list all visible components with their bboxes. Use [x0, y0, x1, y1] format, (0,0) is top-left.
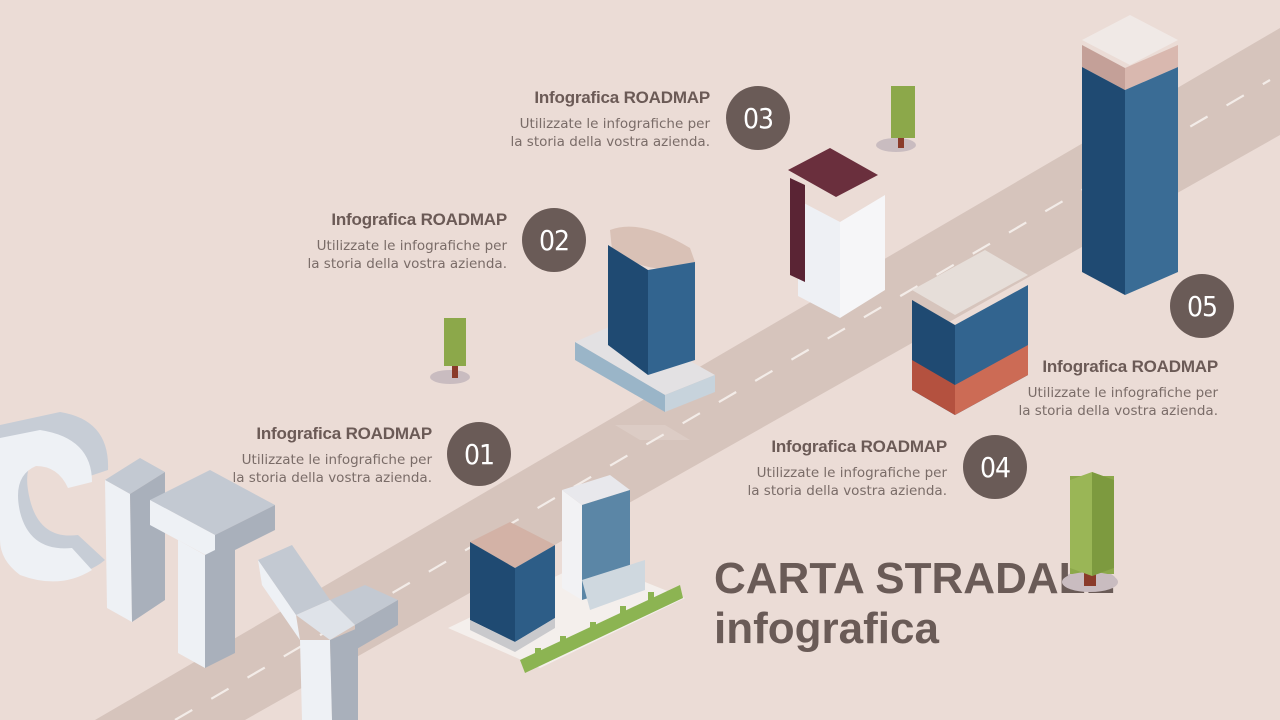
step-desc-line: Utilizzate le infografiche per	[1027, 385, 1218, 401]
step-description: Utilizzate le infografiche per la storia…	[410, 115, 710, 151]
step-desc-line: la storia della vostra azienda.	[307, 256, 507, 272]
step-heading: Infografica ROADMAP	[771, 437, 947, 456]
slide-title-line2: infografica	[714, 604, 939, 653]
slide-title-line1: CARTA STRADALE	[714, 554, 1115, 603]
tree-icon	[430, 318, 470, 384]
step-04-badge: 04	[963, 435, 1027, 499]
step-heading: Infografica ROADMAP	[331, 210, 507, 229]
step-01-text: Infografica ROADMAP Utilizzate le infogr…	[132, 424, 432, 487]
building-group-1	[448, 475, 685, 673]
tree-icon	[1062, 472, 1118, 592]
step-05-text: Infografica ROADMAP Utilizzate le infogr…	[918, 357, 1218, 420]
step-desc-line: la storia della vostra azienda.	[510, 134, 710, 150]
step-02-badge: 02	[522, 208, 586, 272]
step-heading: Infografica ROADMAP	[1042, 357, 1218, 376]
step-desc-line: la storia della vostra azienda.	[1018, 403, 1218, 419]
step-desc-line: la storia della vostra azienda.	[232, 470, 432, 486]
step-heading: Infografica ROADMAP	[256, 424, 432, 443]
tree-icon	[876, 86, 916, 152]
step-desc-line: Utilizzate le infografiche per	[756, 465, 947, 481]
step-description: Utilizzate le infografiche per la storia…	[918, 384, 1218, 420]
step-04-text: Infografica ROADMAP Utilizzate le infogr…	[647, 437, 947, 500]
building-4	[912, 250, 1028, 415]
building-3	[788, 148, 885, 318]
step-desc-line: la storia della vostra azienda.	[747, 483, 947, 499]
step-heading: Infografica ROADMAP	[534, 88, 710, 107]
step-desc-line: Utilizzate le infografiche per	[519, 116, 710, 132]
building-2	[575, 226, 715, 412]
step-desc-line: Utilizzate le infografiche per	[241, 452, 432, 468]
step-03-text: Infografica ROADMAP Utilizzate le infogr…	[410, 88, 710, 151]
step-03-badge: 03	[726, 86, 790, 150]
building-5	[1082, 15, 1178, 295]
step-description: Utilizzate le infografiche per la storia…	[132, 451, 432, 487]
step-05-badge: 05	[1170, 274, 1234, 338]
slide-title: CARTA STRADALE infografica	[714, 554, 1115, 654]
step-01-badge: 01	[447, 422, 511, 486]
step-description: Utilizzate le infografiche per la storia…	[647, 464, 947, 500]
step-02-text: Infografica ROADMAP Utilizzate le infogr…	[207, 210, 507, 273]
city-3d-letters	[0, 412, 398, 720]
step-description: Utilizzate le infografiche per la storia…	[207, 237, 507, 273]
step-desc-line: Utilizzate le infografiche per	[316, 238, 507, 254]
